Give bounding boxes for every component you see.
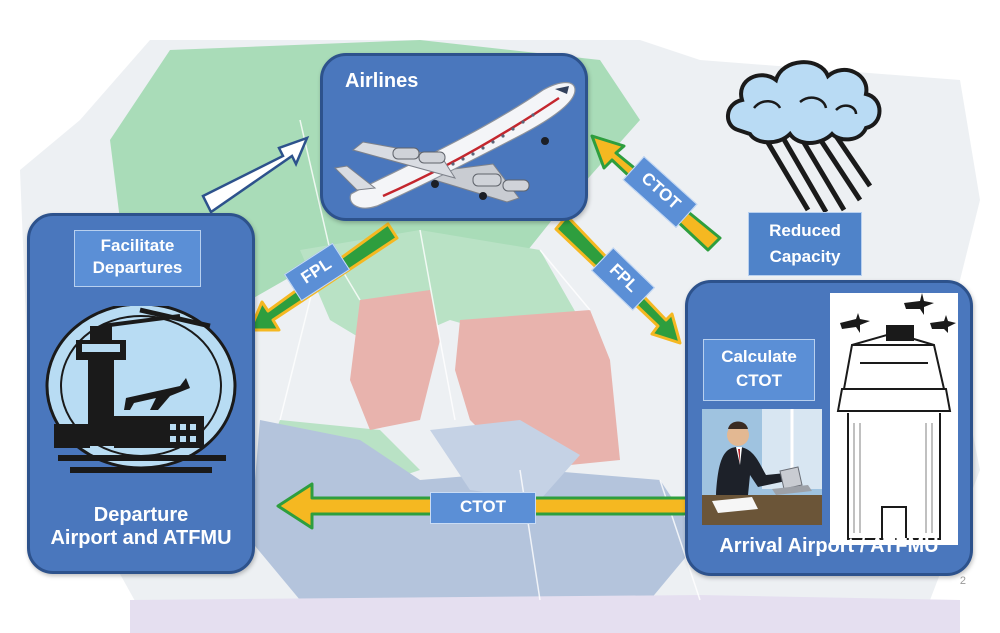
control-tower-icon (45, 306, 237, 473)
facilitate-departures-label: Facilitate Departures (74, 230, 201, 287)
arrival-box: Calculate CTOT (685, 280, 973, 576)
airlines-title: Airlines (345, 70, 419, 92)
reduced-capacity-label: Reduced Capacity (748, 212, 862, 276)
departure-title: Departure Airport and ATFMU (50, 504, 232, 549)
page-number: 2 (959, 575, 966, 587)
white-arrow (201, 135, 310, 214)
departure-box: Facilitate Departures (27, 213, 255, 574)
storm-cloud-icon (726, 60, 882, 214)
businessman-icon (702, 409, 822, 525)
airlines-box: Airlines (320, 53, 588, 221)
sketch-tower-icon (830, 293, 958, 545)
arrival-title: Arrival Airport / ATFMU (719, 535, 939, 557)
calculate-ctot-label: Calculate CTOT (703, 339, 815, 401)
map-region-red-west (350, 290, 440, 430)
airplane-icon (333, 81, 576, 209)
map-region-blue-central (430, 420, 580, 500)
ctot-bottom-label: CTOT (430, 492, 536, 524)
map-region-lilac (130, 595, 960, 633)
